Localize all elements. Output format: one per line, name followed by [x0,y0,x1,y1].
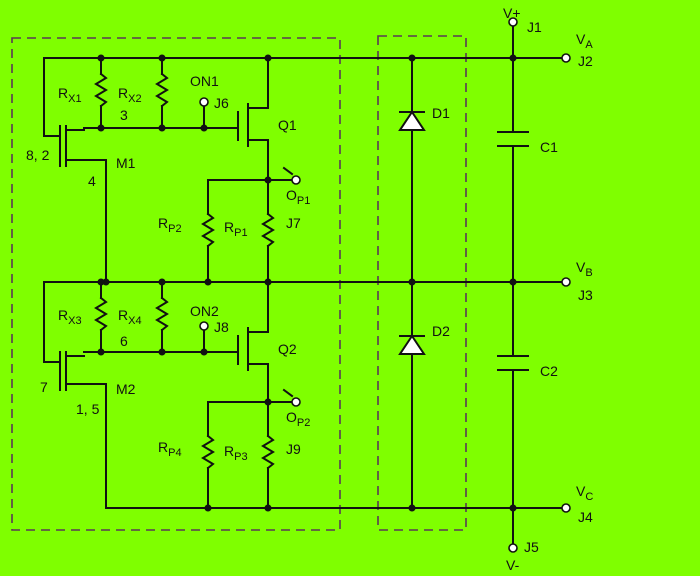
label-j5: J5 [524,539,539,555]
label-va: VA [576,31,593,51]
terminal-j6 [199,97,209,107]
terminal-j4 [561,503,571,513]
label-rp3: RP3 [224,443,248,463]
label-vminus: V- [506,557,520,573]
resistor-rp2 [201,212,215,248]
transistor-m1 [59,125,107,167]
label-op2: OP2 [286,409,310,429]
label-m2: M2 [116,381,136,397]
label-j6: J6 [214,95,229,111]
label-j7: J7 [286,215,301,231]
label-j1: J1 [527,19,542,35]
label-node6: 6 [120,333,128,349]
resistor-rx2 [155,72,169,108]
resistor-rx1 [94,72,108,108]
label-vc: VC [576,483,593,503]
terminal-op2 [291,397,301,407]
label-node82: 8, 2 [26,147,50,163]
transistor-q2 [237,327,269,371]
label-d1: D1 [432,105,450,121]
capacitor-c2 [497,355,529,371]
left-dashed-box [11,37,341,531]
label-rx2: RX2 [118,85,142,105]
label-vplus: V+ [503,5,521,21]
label-d2: D2 [432,323,450,339]
resistor-rp1 [261,212,275,248]
resistor-rp3 [261,434,275,470]
resistor-rp4 [201,434,215,470]
label-node15: 1, 5 [76,401,100,417]
terminal-j1 [508,17,518,27]
label-c1: C1 [540,139,558,155]
label-rx3: RX3 [58,307,82,327]
label-j9: J9 [286,441,301,457]
terminal-j2 [561,53,571,63]
label-on2: ON2 [190,303,219,319]
capacitor-c1 [497,131,529,147]
resistor-rx4 [155,296,169,332]
label-j2: J2 [578,53,593,69]
label-q1: Q1 [278,117,297,133]
label-rp2: RP2 [158,215,182,235]
wire [282,166,294,176]
label-on1: ON1 [190,73,219,89]
wire [282,388,294,398]
label-j3: J3 [578,287,593,303]
transistor-q1 [237,103,269,147]
label-rx4: RX4 [118,307,142,327]
label-j8: J8 [214,319,229,335]
label-rp1: RP1 [224,219,248,239]
label-j4: J4 [578,509,593,525]
terminal-op1 [291,175,301,185]
terminal-j3 [561,277,571,287]
label-vb: VB [576,259,593,279]
label-op1: OP1 [286,187,310,207]
label-rx1: RX1 [58,85,82,105]
terminal-j8 [199,321,209,331]
resistor-rx3 [94,296,108,332]
label-c2: C2 [540,363,558,379]
label-node3: 3 [120,107,128,123]
label-m1: M1 [116,155,136,171]
junction-dots [97,54,517,512]
terminal-j5 [508,543,518,553]
label-node7: 7 [40,379,48,395]
label-node4: 4 [88,173,96,189]
label-rp4: RP4 [158,439,182,459]
label-q2: Q2 [278,341,297,357]
transistor-m2 [59,351,107,391]
